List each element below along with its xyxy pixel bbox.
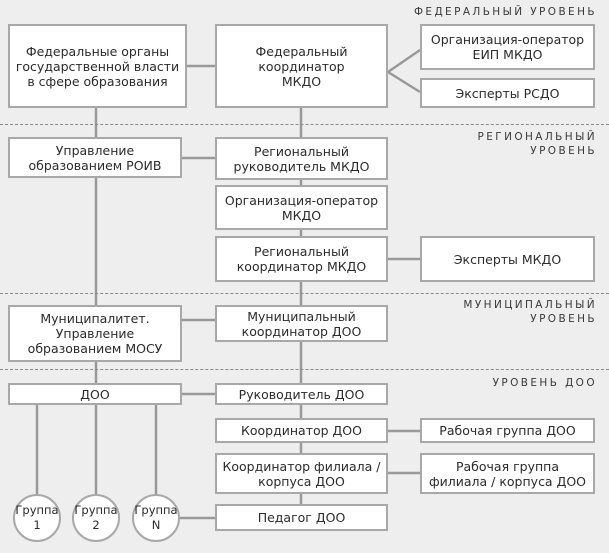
doo-teacher-box: Педагог ДОО bbox=[215, 504, 388, 531]
level-divider bbox=[0, 124, 609, 125]
regional-operator-box: Организация-оператор МКДО bbox=[215, 185, 388, 230]
regional-experts-box: Эксперты МКДО bbox=[420, 236, 595, 282]
group-name: Группа bbox=[134, 503, 178, 517]
federal-operator-box: Организация-оператор ЕИП МКДО bbox=[420, 24, 595, 70]
group-number: N bbox=[151, 518, 161, 532]
level-divider bbox=[0, 369, 609, 370]
branch-coordinator-box: Координатор филиала / корпуса ДОО bbox=[215, 453, 388, 494]
municipal-coordinator-box: Муниципальный координатор ДОО bbox=[215, 305, 388, 342]
regional-roiv-box: Управление образованием РОИВ bbox=[8, 137, 182, 178]
doo-workgroup-box: Рабочая группа ДОО bbox=[420, 418, 595, 443]
federal-organs-box: Федеральные органы государственной власт… bbox=[8, 24, 187, 108]
group-name: Группа bbox=[74, 503, 118, 517]
group-number: 2 bbox=[92, 518, 100, 532]
doo-head-box: Руководитель ДОО bbox=[215, 383, 388, 405]
regional-leader-box: Региональный руководитель МКДО bbox=[215, 137, 388, 180]
group-circle-1: Группа 1 bbox=[13, 494, 61, 542]
group-circle-2: Группа 2 bbox=[72, 494, 120, 542]
level-label-regional: РЕГИОНАЛЬНЫЙ УРОВЕНЬ bbox=[477, 131, 597, 157]
regional-coordinator-box: Региональный координатор МКДО bbox=[215, 236, 388, 282]
group-number: 1 bbox=[33, 518, 41, 532]
level-label-municipal: МУНИЦИПАЛЬНЫЙ УРОВЕНЬ bbox=[463, 299, 597, 325]
doo-box: ДОО bbox=[8, 383, 182, 405]
level-divider bbox=[0, 293, 609, 294]
branch-workgroup-box: Рабочая группа филиала / корпуса ДОО bbox=[420, 453, 595, 494]
federal-experts-box: Эксперты РСДО bbox=[420, 78, 595, 108]
municipal-mosu-box: Муниципалитет. Управление образованием М… bbox=[8, 305, 182, 362]
doo-coordinator-box: Координатор ДОО bbox=[215, 418, 388, 443]
group-circle-n: Группа N bbox=[132, 494, 180, 542]
federal-coordinator-box: Федеральный координатор МКДО bbox=[215, 24, 388, 108]
group-name: Группа bbox=[15, 503, 59, 517]
level-label-doo: УРОВЕНЬ ДОО bbox=[492, 377, 597, 389]
level-label-federal: ФЕДЕРАЛЬНЫЙ УРОВЕНЬ bbox=[413, 6, 597, 18]
